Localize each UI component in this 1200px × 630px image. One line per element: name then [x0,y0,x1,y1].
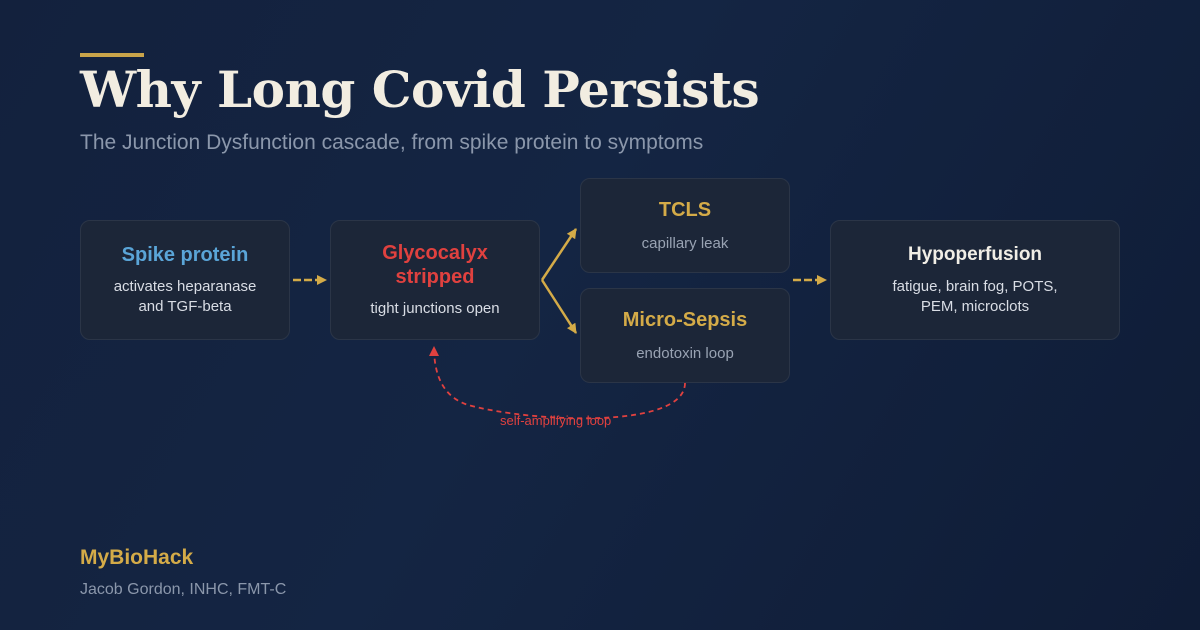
node-hypoperfusion-description-line1: fatigue, brain fog, POTS, [892,278,1058,295]
node-tcls-description: capillary leak [641,234,729,252]
arrow-glycocalyx-to-micro-sepsis [540,279,578,334]
title-accent-bar [80,53,144,57]
node-spike-protein: Spike protein activates heparanase and T… [80,220,290,340]
brand-name: MyBioHack [80,546,194,569]
page-title: Why Long Covid Persists [80,60,760,119]
node-spike-protein-description: activates heparanase and TGF-beta [114,277,257,317]
node-glycocalyx-title-line1: Glycocalyx [382,242,488,264]
node-hypoperfusion-title: Hypoperfusion [907,244,1043,265]
node-glycocalyx-description: tight junctions open [370,300,500,317]
author-credit: Jacob Gordon, INHC, FMT-C [80,581,287,598]
node-micro-sepsis: Micro-Sepsis endotoxin loop [580,288,790,383]
node-glycocalyx-title: Glycocalyx stripped [382,241,488,289]
node-micro-sepsis-description: endotoxin loop [636,344,734,362]
loop-label: self-amplifying loop [500,413,612,428]
node-tcls: TCLS capillary leak [580,178,790,273]
arrow-glycocalyx-to-tcls [540,228,578,281]
node-hypoperfusion-description-line2: PEM, microclots [920,298,1030,315]
node-spike-protein-title: Spike protein [121,244,249,266]
node-micro-sepsis-title: Micro-Sepsis [622,308,748,331]
node-glycocalyx-stripped: Glycocalyx stripped tight junctions open [330,220,540,340]
loop-arrow-micro-sepsis-to-glycocalyx [429,346,686,420]
node-spike-protein-description-line1: activates heparanase [113,278,257,295]
page-subtitle: The Junction Dysfunction cascade, from s… [80,131,704,154]
node-glycocalyx-title-line2: stripped [395,266,475,288]
node-hypoperfusion: Hypoperfusion fatigue, brain fog, POTS, … [830,220,1120,340]
node-hypoperfusion-description: fatigue, brain fog, POTS, PEM, microclot… [892,277,1057,317]
node-tcls-title: TCLS [658,198,712,221]
node-spike-protein-description-line2: and TGF-beta [138,298,232,315]
